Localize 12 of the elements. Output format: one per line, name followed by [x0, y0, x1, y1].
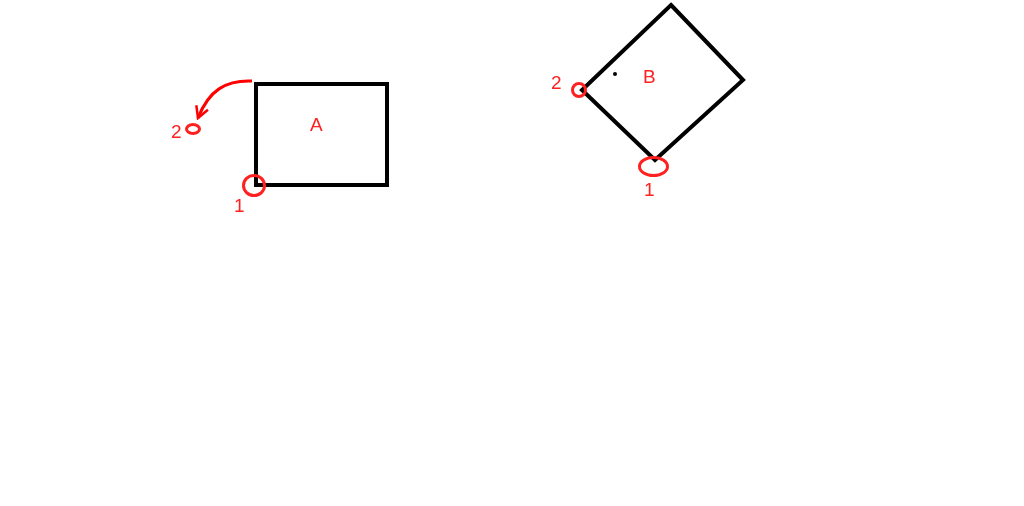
rectangle-shape [254, 82, 389, 187]
callout-number: 1 [234, 196, 245, 216]
corner-marker-circle [571, 82, 587, 98]
callout-number: 2 [171, 122, 182, 142]
corner-marker-circle [638, 156, 669, 177]
curved-arrow [195, 79, 252, 120]
callout-number: 1 [644, 180, 655, 200]
shape-letter: A [310, 115, 323, 135]
shape-letter: B [643, 67, 656, 87]
corner-marker-circle [242, 174, 266, 197]
corner-marker-circle [185, 123, 201, 135]
callout-number: 2 [551, 73, 562, 93]
